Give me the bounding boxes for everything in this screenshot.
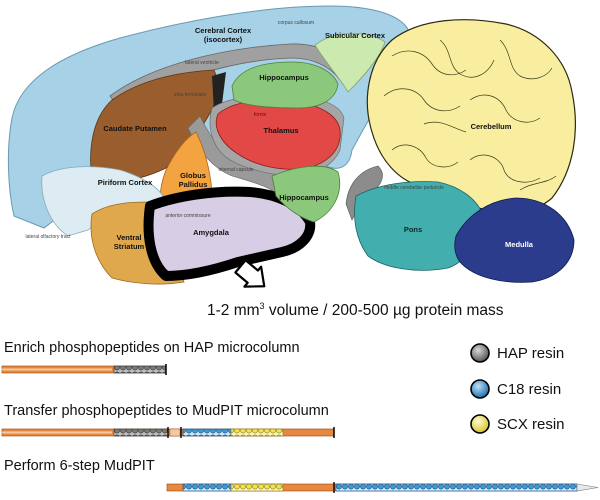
lateral-olfactory-tract-label: lateral olfactory tract (25, 234, 71, 240)
brain-region-labels: Cerebral Cortex (isocortex) Subicular Co… (98, 26, 534, 251)
hap-microcolumn (1, 364, 167, 375)
globus-pallidus-label: Globus (180, 171, 206, 180)
step-2-label: Transfer phosphopeptides to MudPIT micro… (4, 403, 329, 419)
fornix-label: fornix (254, 112, 267, 118)
amygdala-region (143, 186, 316, 281)
hippocampus-lower-label: Hippocampus (279, 193, 329, 202)
medulla-label: Medulla (505, 240, 534, 249)
cerebellum-folia (383, 39, 557, 191)
internal-capsule-label: internal capsule (218, 167, 253, 173)
globus-pallidus-sublabel: Pallidus (179, 180, 208, 189)
hippocampus-upper-region (231, 61, 339, 109)
lateral-ventricle-label: lateral ventricle (185, 60, 219, 66)
medulla-region (454, 197, 575, 283)
cerebral-cortex-label: Cerebral Cortex (195, 26, 252, 35)
subicular-cortex-region (314, 32, 386, 93)
analytical-column (166, 482, 599, 493)
brain-sagittal-section (7, 5, 576, 285)
amygdala-label: Amygdala (193, 228, 230, 237)
middle-cerebellar-peduncle-label: middle cerebellar peduncle (384, 185, 444, 191)
scx-resin-icon (470, 414, 490, 434)
thalamus-label: Thalamus (263, 126, 298, 135)
subicular-cortex-label: Subicular Cortex (325, 31, 386, 40)
step-3-label: Perform 6-step MudPIT (4, 458, 155, 474)
brain-tract-labels: corpus callosum lateral ventricle stria … (25, 20, 444, 240)
hap-resin-icon (470, 343, 490, 363)
anterior-commissure-label: anterior commissure (165, 213, 211, 219)
hippocampus-lower-region (271, 165, 341, 223)
lateral-ventricle-tract (212, 72, 226, 112)
piriform-cortex-label: Piriform Cortex (98, 178, 153, 187)
cerebellum-label: Cerebellum (471, 122, 512, 131)
cerebral-cortex-sublabel: (isocortex) (204, 35, 243, 44)
dissection-arrow-icon (234, 259, 266, 288)
ventral-striatum-sublabel: Striatum (114, 242, 145, 251)
hippocampus-upper-label: Hippocampus (259, 73, 309, 82)
globus-pallidus-region (159, 131, 213, 201)
c18-resin-label: C18 resin (497, 381, 561, 398)
stria-terminalis-label: stria terminalis (174, 92, 207, 98)
corpus-callosum-label: corpus callosum (278, 20, 314, 26)
step-1-label: Enrich phosphopeptides on HAP microcolum… (4, 340, 300, 356)
caudate-putamen-label: Caudate Putamen (103, 124, 167, 133)
hap-resin-label: HAP resin (497, 345, 564, 362)
ventral-striatum-label: Ventral (116, 233, 141, 242)
pons-label: Pons (404, 225, 422, 234)
sample-amount-caption: 1-2 mm3 volume / 200-500 µg protein mass (207, 301, 504, 319)
caption-suffix: volume / 200-500 µg protein mass (265, 302, 504, 319)
resin-legend: HAP resin C18 resin SCX resin (470, 343, 565, 434)
scx-resin-label: SCX resin (497, 416, 565, 433)
mudpit-microcolumn (1, 427, 335, 438)
caption-exponent: 3 (260, 301, 265, 311)
caption-prefix: 1-2 mm (207, 302, 260, 319)
c18-resin-icon (470, 379, 490, 399)
